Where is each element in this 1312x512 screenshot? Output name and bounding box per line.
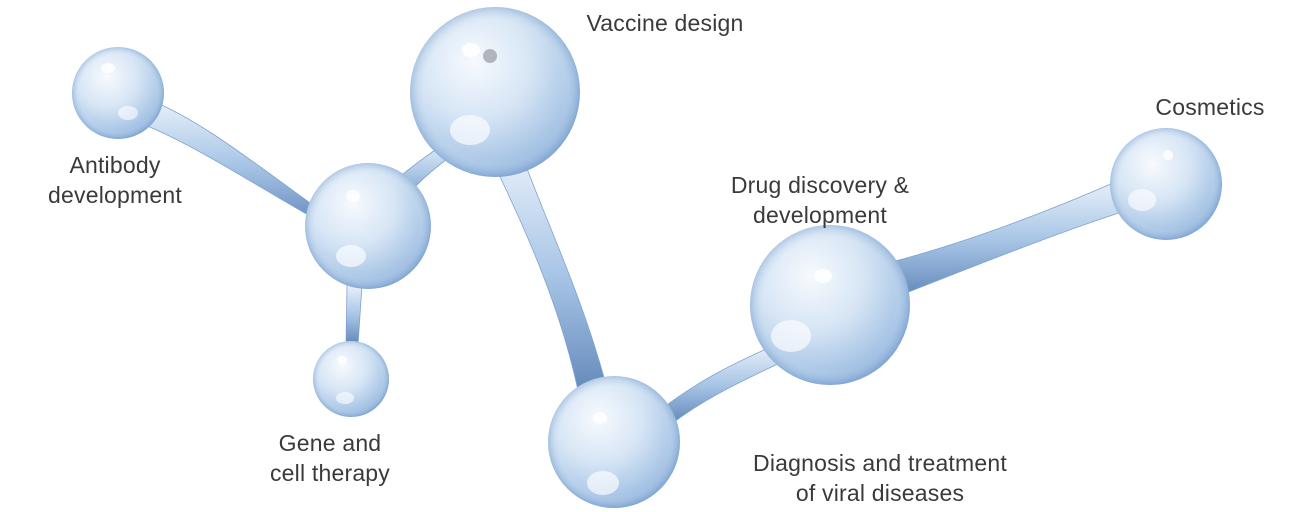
label-cosmetics: Cosmetics <box>1120 92 1300 122</box>
label-antibody-development: Antibody development <box>0 150 230 210</box>
label-line: of viral diseases <box>700 478 1060 508</box>
sphere-gene-therapy <box>305 163 431 289</box>
label-line: Vaccine design <box>540 8 790 38</box>
label-line: Antibody <box>0 150 230 180</box>
sphere-diagnosis <box>548 376 680 508</box>
label-line: cell therapy <box>220 458 440 488</box>
label-line: development <box>0 180 230 210</box>
label-line: Gene and <box>220 428 440 458</box>
molecule-bonds <box>145 100 1128 425</box>
label-line: Drug discovery & <box>690 170 950 200</box>
label-vaccine-design: Vaccine design <box>540 8 790 38</box>
label-line: Diagnosis and treatment <box>700 448 1060 478</box>
label-line: Cosmetics <box>1120 92 1300 122</box>
sphere-cosmetics <box>1110 128 1222 240</box>
label-drug-discovery: Drug discovery & development <box>690 170 950 230</box>
bond-vaccine-diagnosis <box>490 150 610 400</box>
sphere-antibody <box>72 47 164 139</box>
sphere-drug-discovery <box>750 225 910 385</box>
label-diagnosis-treatment: Diagnosis and treatment of viral disease… <box>700 448 1060 508</box>
bond-gene-small <box>346 285 362 345</box>
label-gene-cell-therapy: Gene and cell therapy <box>220 428 440 488</box>
label-line: development <box>690 200 950 230</box>
sphere-small <box>313 341 389 417</box>
bond-diagnosis-drug <box>660 345 782 425</box>
